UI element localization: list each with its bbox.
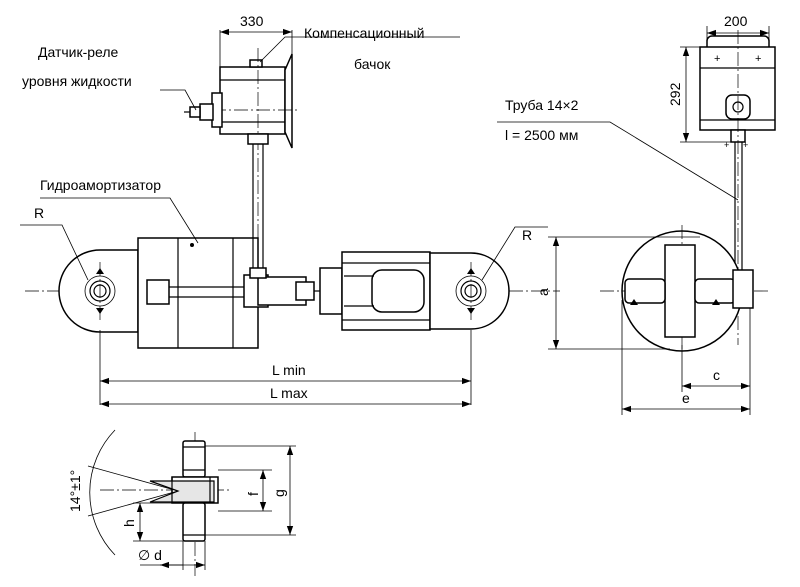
compensation-tank xyxy=(219,66,286,135)
pipe-label-line2: l = 2500 мм xyxy=(505,127,578,143)
detail-view xyxy=(87,429,296,576)
dim-d: ∅ d xyxy=(138,547,162,563)
svg-text:+: + xyxy=(755,53,761,65)
dim-tank-width: 330 xyxy=(240,13,264,29)
front-view xyxy=(20,28,560,408)
svg-text:+: + xyxy=(743,140,748,150)
shock-absorber-label: Гидроамортизатор xyxy=(40,177,161,193)
dim-length-max: L max xyxy=(270,385,308,401)
dim-side-width: 200 xyxy=(724,13,748,29)
dim-e: e xyxy=(682,390,690,406)
dim-c: c xyxy=(713,367,720,383)
level-sensor xyxy=(184,103,214,121)
dim-g: g xyxy=(271,489,287,497)
radius-left-label: R xyxy=(34,205,44,221)
pipe-label-line1: Труба 14×2 xyxy=(505,97,579,113)
dim-f: f xyxy=(245,492,261,496)
dim-angle: 14°±1° xyxy=(67,470,83,512)
tank-label-line2: бачок xyxy=(354,56,391,72)
radius-right-label: R xyxy=(522,227,532,243)
sensor-label-line2: уровня жидкости xyxy=(22,73,132,89)
dim-side-height: 292 xyxy=(667,82,683,106)
side-view: + + + + xyxy=(497,26,776,415)
dim-a: a xyxy=(535,288,551,296)
right-eye xyxy=(429,252,510,330)
left-eye xyxy=(58,249,139,333)
tank-label-line1: Компенсационный xyxy=(304,25,424,41)
dim-length-min: L min xyxy=(272,362,306,378)
sensor-label-line1: Датчик-реле xyxy=(38,44,119,60)
dim-h: h xyxy=(121,519,137,527)
svg-text:+: + xyxy=(714,53,720,65)
svg-text:+: + xyxy=(724,140,729,150)
